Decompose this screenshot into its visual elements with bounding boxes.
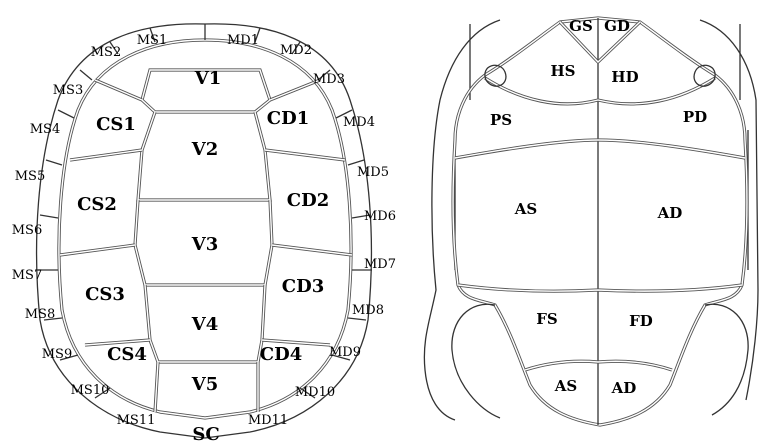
label-md10: MD10	[295, 385, 335, 400]
label-ms1: MS1	[137, 33, 168, 48]
label-ms9: MS9	[42, 347, 73, 362]
label-md5: MD5	[357, 165, 389, 180]
label-ms2: MS2	[91, 45, 122, 60]
label-ms10: MS10	[71, 383, 110, 398]
label-v2: V2	[191, 139, 219, 160]
label-gd: GD	[604, 17, 630, 35]
plastron-outer-left	[423, 19, 501, 421]
plastron-outline	[451, 16, 749, 427]
label-ms7: MS7	[12, 268, 43, 283]
marginal-dividers	[38, 24, 372, 399]
label-md1: MD1	[227, 33, 259, 48]
vertebral-scutes	[133, 68, 274, 413]
label-md3: MD3	[313, 72, 345, 87]
label-ps: PS	[490, 111, 512, 129]
label-gs: GS	[569, 17, 593, 35]
label-ms3: MS3	[53, 83, 84, 98]
label-v1: V1	[194, 68, 222, 89]
label-md2: MD2	[280, 43, 312, 58]
label-ms8: MS8	[25, 307, 56, 322]
label-pd: PD	[683, 108, 707, 126]
label-hd: HD	[611, 68, 638, 86]
plastron: GS GD HS HD PS PD AS AD FS FD AS AD	[423, 16, 759, 427]
label-md4: MD4	[343, 115, 375, 130]
label-fd: FD	[629, 312, 653, 330]
label-sc: SC	[192, 424, 219, 445]
label-fs: FS	[536, 310, 557, 328]
label-cs2: CS2	[77, 194, 117, 215]
label-cd4: CD4	[260, 344, 302, 365]
label-ms5: MS5	[15, 169, 46, 184]
carapace: V1 V2 V3 V4 V5 CS1 CS2 CS3 CS4 CD1 CD2 C…	[12, 23, 396, 445]
label-md9: MD9	[329, 345, 361, 360]
label-v4: V4	[191, 314, 219, 335]
label-ms11: MS11	[117, 413, 156, 428]
label-anal-right: AD	[611, 379, 637, 397]
plastron-outer-right	[699, 19, 759, 401]
label-hs: HS	[550, 62, 575, 80]
label-md7: MD7	[364, 257, 396, 272]
label-cd3: CD3	[282, 276, 324, 297]
label-ms4: MS4	[30, 122, 61, 137]
label-md8: MD8	[352, 303, 384, 318]
label-ad: AD	[657, 204, 683, 222]
label-md11: MD11	[248, 413, 288, 428]
label-as: AS	[514, 200, 537, 218]
label-v3: V3	[191, 234, 219, 255]
costal-dividers	[59, 78, 353, 347]
label-ms6: MS6	[12, 223, 43, 238]
label-cs4: CS4	[107, 344, 147, 365]
label-cd2: CD2	[287, 190, 329, 211]
carapace-outline	[35, 23, 373, 439]
label-cs3: CS3	[85, 284, 125, 305]
label-cd1: CD1	[267, 108, 309, 129]
label-md6: MD6	[364, 209, 396, 224]
label-v5: V5	[191, 374, 219, 395]
label-cs1: CS1	[96, 114, 136, 135]
label-anal-left: AS	[554, 377, 577, 395]
